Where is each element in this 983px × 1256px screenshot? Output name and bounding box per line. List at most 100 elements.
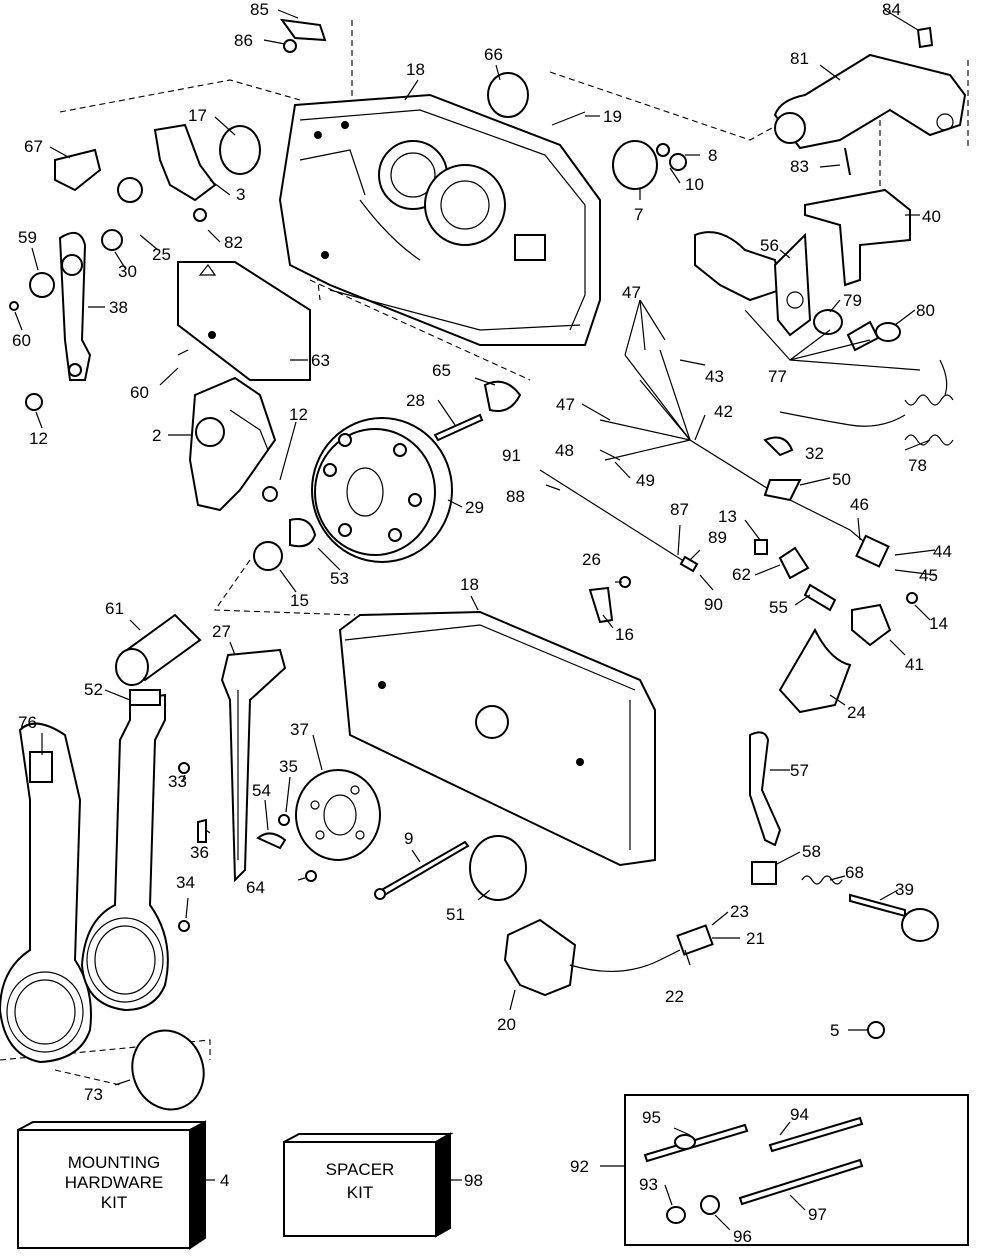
callout-13: 13 [718, 507, 737, 526]
control-handle-76 [0, 722, 92, 1064]
callout-32: 32 [805, 444, 824, 463]
callout-37: 37 [290, 720, 309, 739]
shift-gear-29 [311, 417, 453, 563]
callout-73: 73 [84, 1085, 103, 1104]
callout-98: 98 [464, 1171, 483, 1190]
callout-36: 36 [190, 843, 209, 862]
callout-30: 30 [118, 262, 137, 281]
detent-ring-37 [295, 769, 381, 861]
callout-87: 87 [670, 500, 689, 519]
cable-87 [539, 469, 691, 566]
callout-51: 51 [446, 905, 465, 924]
neutral-switch-20 [503, 918, 714, 997]
callout-67: 67 [24, 137, 43, 156]
nut-79 [813, 309, 843, 335]
callout-83: 83 [790, 157, 809, 176]
callout-84: 84 [882, 0, 901, 19]
callout-68: 68 [845, 863, 864, 882]
connector-89 [679, 555, 699, 573]
cover-plate-73 [131, 1029, 205, 1111]
callout-27: 27 [212, 622, 231, 641]
spacer-kit-line2: KIT [347, 1183, 373, 1202]
callout-40: 40 [922, 207, 941, 226]
callout-23: 23 [730, 902, 749, 921]
callout-26: 26 [582, 550, 601, 569]
callout-12-left: 12 [29, 429, 48, 448]
callout-94: 94 [790, 1105, 809, 1124]
callout-5: 5 [830, 1021, 839, 1040]
callout-12-mid: 12 [289, 405, 308, 424]
callout-95: 95 [642, 1108, 661, 1127]
callout-46: 46 [850, 495, 869, 514]
callout-82: 82 [224, 233, 243, 252]
control-handle-52 [80, 689, 169, 1012]
callout-9: 9 [404, 829, 413, 848]
callout-54: 54 [252, 781, 271, 800]
label-plate-63 [177, 261, 311, 381]
callout-19: 19 [603, 107, 622, 126]
callout-77: 77 [768, 367, 787, 386]
mounting-kit-line1: MOUNTING [68, 1153, 161, 1172]
callout-81: 81 [790, 49, 809, 68]
callout-8: 8 [708, 146, 717, 165]
hardware-kit-92-frame [624, 1094, 969, 1246]
bolt-9 [376, 840, 470, 899]
callout-92: 92 [570, 1157, 589, 1176]
throttle-arm-2 [188, 376, 277, 512]
callout-59: 59 [18, 228, 37, 247]
callout-56: 56 [760, 236, 779, 255]
callout-33: 33 [168, 772, 187, 791]
callout-10: 10 [685, 175, 704, 194]
callout-47-top: 47 [622, 283, 641, 302]
callout-89: 89 [708, 528, 727, 547]
callout-42: 42 [714, 402, 733, 421]
callout-22: 22 [665, 987, 684, 1006]
callout-90: 90 [704, 595, 723, 614]
ignition-switch-56 [694, 231, 812, 337]
callout-60-a: 60 [12, 331, 31, 350]
callout-7: 7 [634, 205, 643, 224]
callout-35: 35 [279, 757, 298, 776]
callout-17: 17 [188, 106, 207, 125]
callout-53: 53 [330, 569, 349, 588]
callout-41: 41 [905, 655, 924, 674]
callout-50: 50 [832, 470, 851, 489]
arm-81 [773, 53, 967, 150]
key-80 [846, 320, 901, 352]
control-housing-upper [278, 93, 601, 346]
spacer-kit-line1: SPACER [326, 1160, 395, 1179]
callout-18-mid: 18 [460, 575, 479, 594]
callout-2: 2 [152, 426, 161, 445]
callout-58: 58 [802, 842, 821, 861]
callout-29: 29 [465, 498, 484, 517]
spacer-kit-box: SPACER KIT [283, 1132, 454, 1238]
lever-38 [58, 231, 92, 381]
callout-52: 52 [84, 680, 103, 699]
callout-91: 91 [502, 446, 521, 465]
callout-76: 76 [18, 713, 37, 732]
callout-45: 45 [919, 566, 938, 585]
callout-60-b: 60 [130, 383, 149, 402]
callout-86: 86 [234, 31, 253, 50]
leader-lines [14, 9, 936, 1231]
callout-88: 88 [506, 487, 525, 506]
slider-27 [220, 648, 287, 883]
callout-48: 48 [555, 441, 574, 460]
control-housing-lower [338, 610, 656, 867]
callout-14: 14 [929, 614, 948, 633]
lever-57 [749, 731, 782, 847]
callout-16: 16 [615, 625, 634, 644]
callout-44: 44 [933, 542, 952, 561]
callout-39: 39 [895, 880, 914, 899]
callout-64: 64 [246, 878, 265, 897]
callout-78: 78 [908, 456, 927, 475]
callout-62: 62 [732, 565, 751, 584]
callout-55: 55 [769, 598, 788, 617]
callout-97: 97 [808, 1205, 827, 1224]
callout-43: 43 [705, 367, 724, 386]
callout-49: 49 [636, 471, 655, 490]
small-hardware [9, 18, 939, 1039]
cover-51 [469, 835, 527, 901]
callout-labels: 85 86 18 66 19 17 67 8 10 7 3 82 30 25 5… [12, 0, 952, 1246]
